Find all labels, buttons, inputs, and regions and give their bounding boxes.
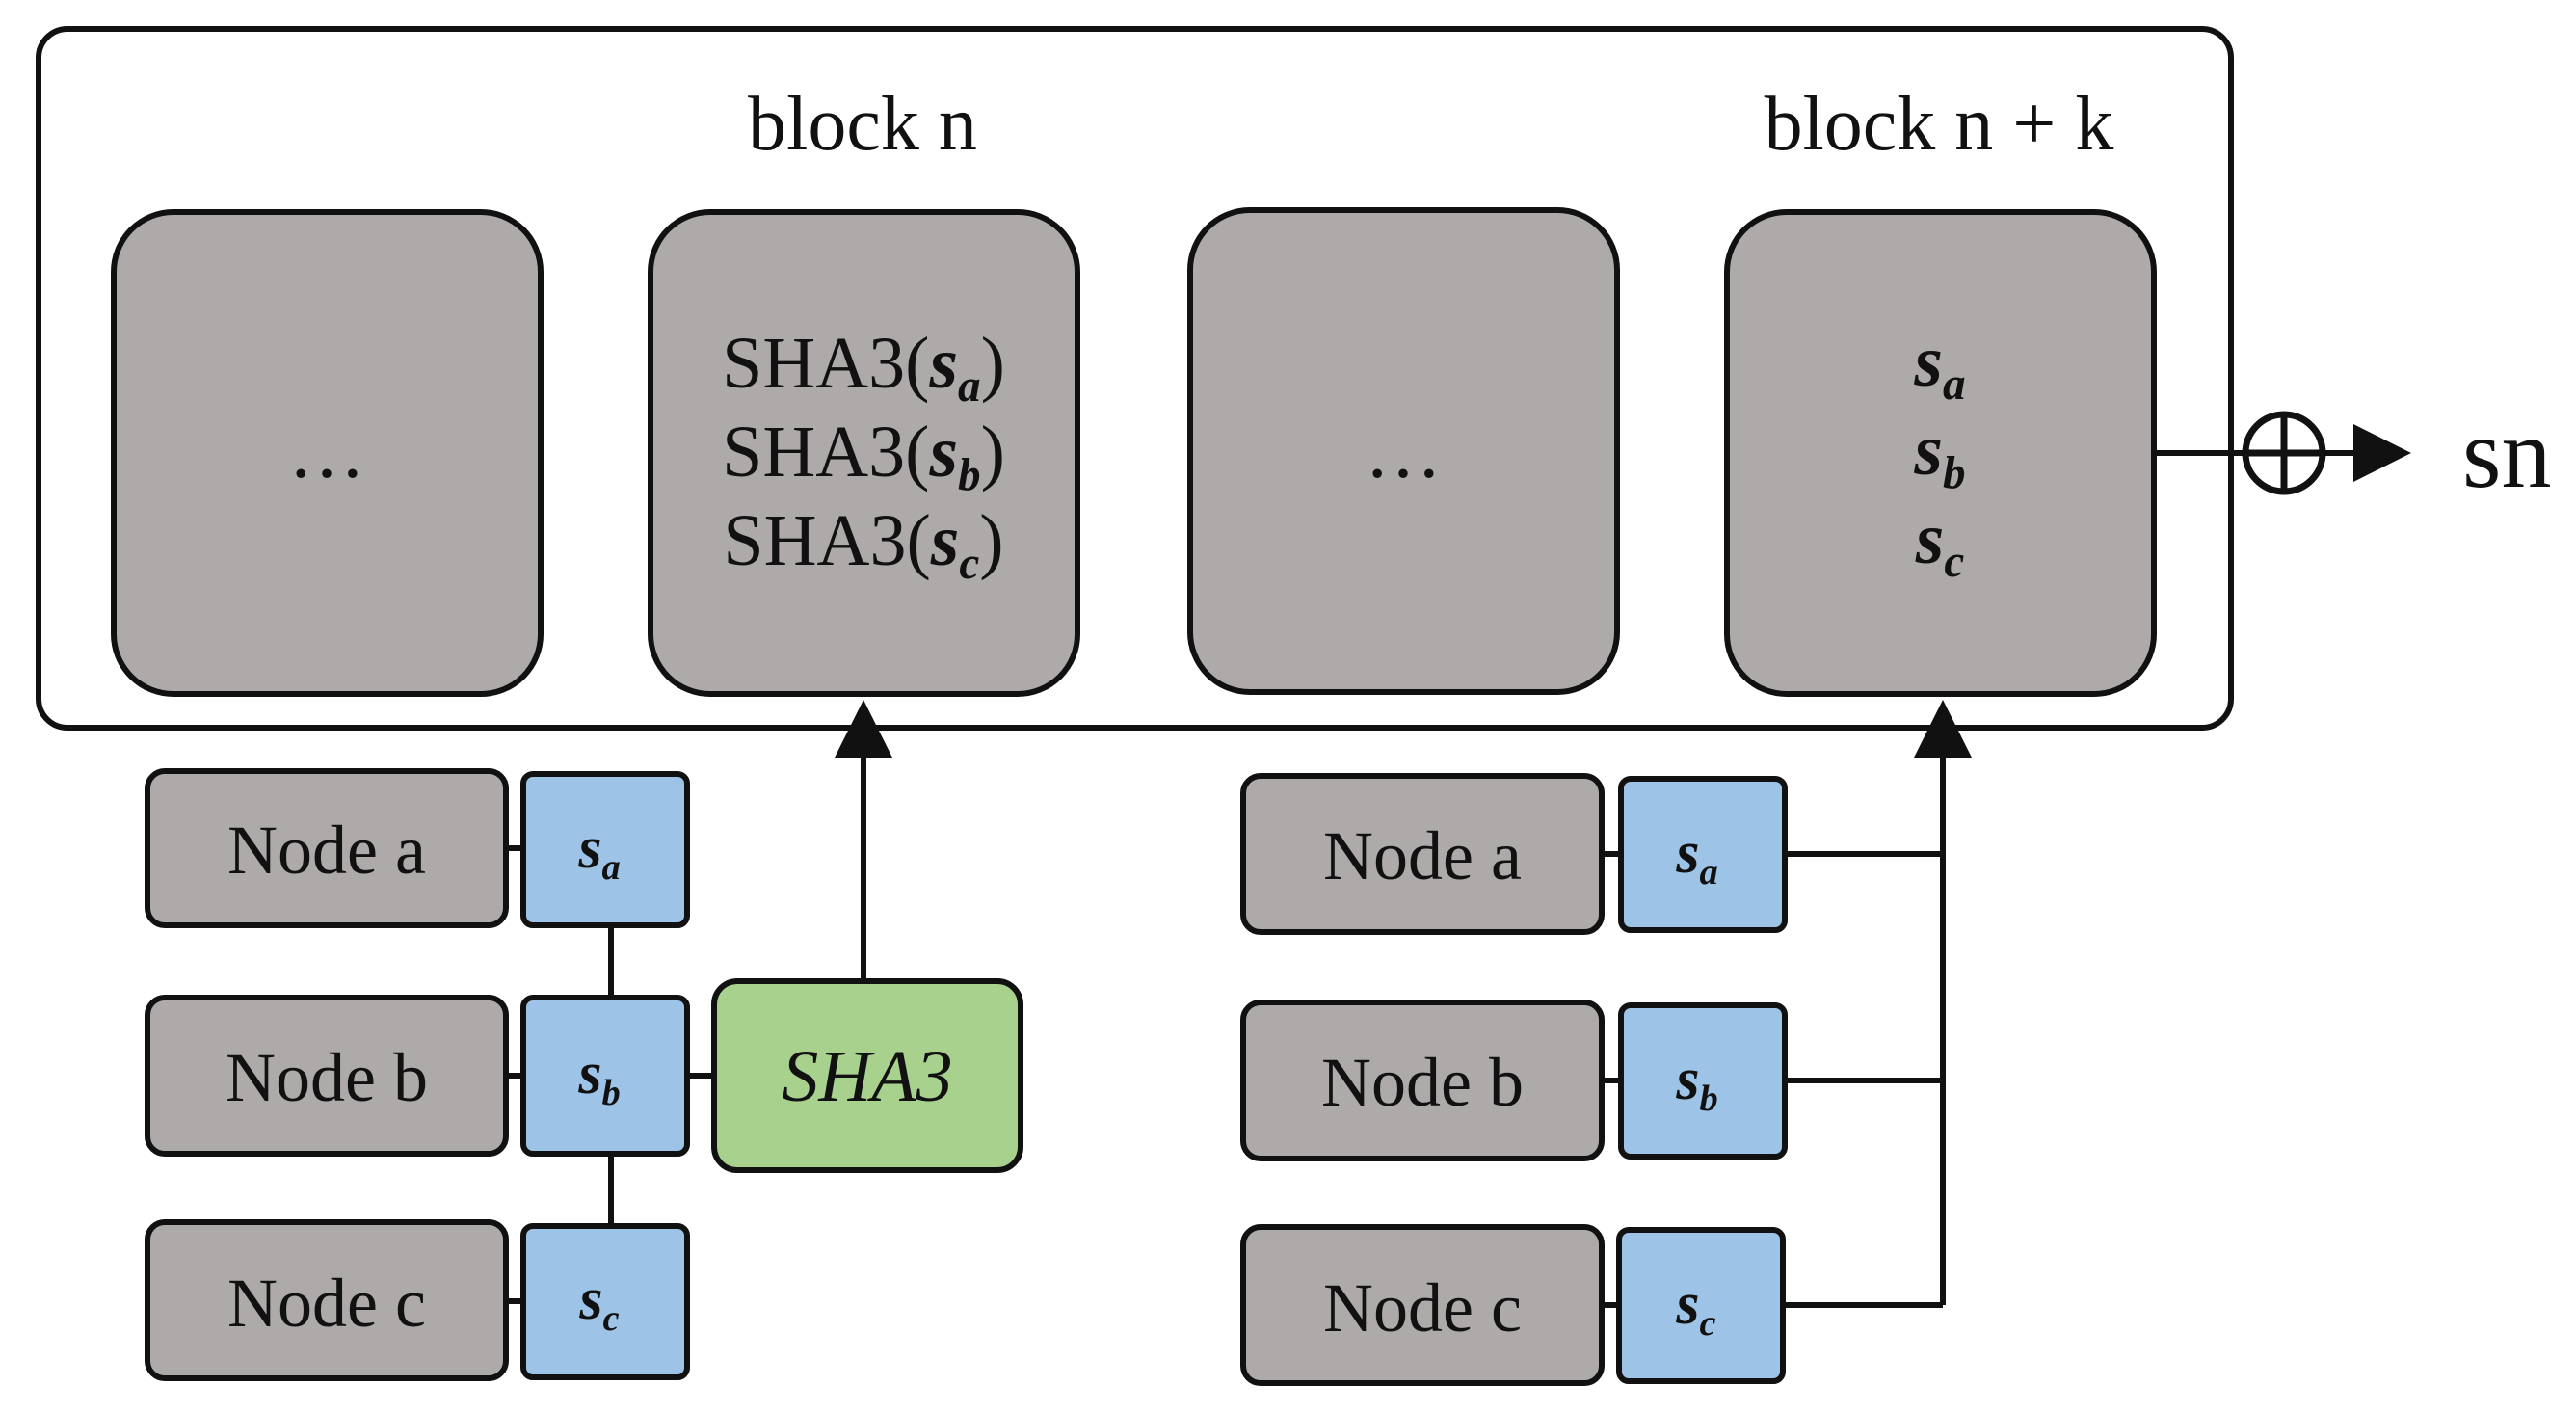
revealed-secret-c: sc [1915, 498, 1965, 587]
secret-label: sc [1675, 1271, 1715, 1344]
reveal-secret-a: sa [1618, 776, 1788, 933]
sn-label: sn [2462, 398, 2551, 509]
commit-secret-b: sb [520, 995, 690, 1157]
hash-line-c: SHA3(sc) [723, 500, 1003, 589]
xor-icon [2242, 411, 2326, 495]
node-label: Node b [1321, 1044, 1524, 1121]
secret-label: sc [578, 1266, 619, 1339]
commit-secret-c: sc [520, 1223, 690, 1380]
reveal-node-a: Node a [1240, 773, 1605, 935]
block-n-plus-k-label: block n + k [1765, 82, 2114, 167]
block-ellipsis-left: … [111, 209, 544, 697]
commit-secret-a: sa [520, 771, 690, 928]
revealed-secret-b: sb [1913, 410, 1965, 498]
revealed-secret-a: sa [1913, 321, 1965, 410]
node-label: Node b [226, 1039, 428, 1116]
block-n-label: block n [748, 82, 977, 167]
commit-node-b: Node b [145, 995, 509, 1157]
hash-line-b: SHA3(sb) [722, 412, 1005, 500]
block-n-plus-k: sa sb sc [1724, 209, 2157, 697]
sha3-box: SHA3 [711, 978, 1023, 1173]
reveal-node-b: Node b [1240, 1000, 1605, 1161]
commit-node-a: Node a [145, 768, 509, 928]
secret-label: sa [577, 815, 620, 888]
node-label: Node a [1323, 817, 1522, 894]
reveal-node-c: Node c [1240, 1224, 1605, 1386]
ellipsis-text: … [1365, 410, 1442, 494]
hash-line-a: SHA3(sa) [722, 323, 1005, 412]
ellipsis-text: … [288, 410, 365, 494]
node-label: Node a [227, 812, 426, 889]
reveal-secret-c: sc [1616, 1227, 1786, 1384]
node-label: Node c [1323, 1269, 1522, 1346]
node-label: Node c [227, 1265, 426, 1342]
sha3-label: SHA3 [782, 1036, 952, 1117]
secret-label: sb [1675, 1047, 1717, 1119]
block-ellipsis-middle: … [1187, 207, 1620, 695]
block-n: SHA3(sa) SHA3(sb) SHA3(sc) [648, 209, 1080, 697]
secret-label: sb [577, 1041, 620, 1113]
reveal-secret-b: sb [1618, 1002, 1788, 1160]
blockchain-container [36, 26, 2234, 731]
commit-node-c: Node c [145, 1219, 509, 1381]
secret-label: sa [1675, 820, 1717, 893]
